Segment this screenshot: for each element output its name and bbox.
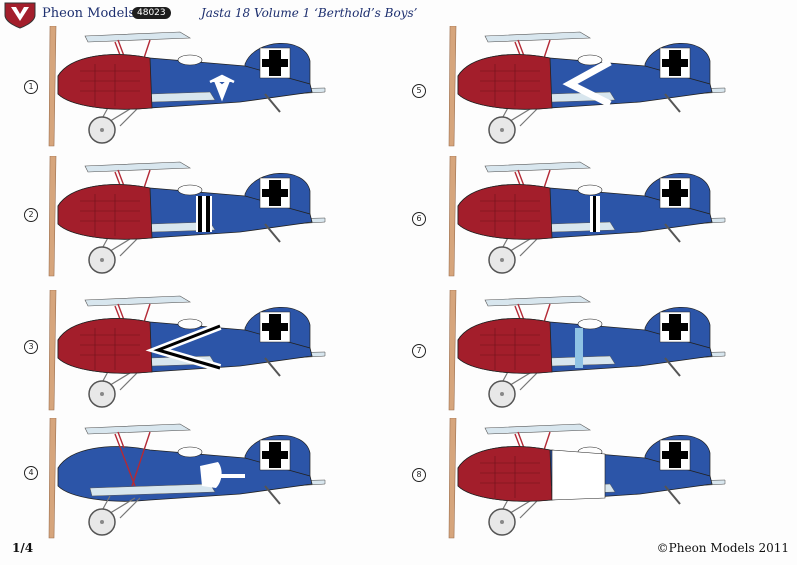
aircraft-profile-2: [48, 156, 326, 277]
profile-number: 7: [412, 344, 426, 358]
profile-number: 5: [412, 84, 426, 98]
profile-number: 3: [24, 340, 38, 354]
aircraft-profile-7: [448, 290, 726, 411]
profile-number: 6: [412, 212, 426, 226]
scale-label: 1/4: [12, 541, 34, 555]
product-code-badge: 48023: [132, 7, 171, 19]
profile-number: 1: [24, 80, 38, 94]
brand-name: Pheon Models: [42, 6, 136, 21]
aircraft-profile-4: [48, 418, 326, 539]
profile-number: 4: [24, 466, 38, 480]
profile-number: 8: [412, 468, 426, 482]
sheet-title: Jasta 18 Volume 1 ‘Berthold’s Boys’: [201, 6, 418, 20]
aircraft-profile-1: [48, 26, 326, 147]
aircraft-profile-3: [48, 290, 326, 411]
aircraft-profile-5: [448, 26, 726, 147]
pheon-logo-icon: [4, 2, 36, 29]
sheet-header: Pheon Models 48023 Jasta 18 Volume 1 ‘Be…: [0, 0, 797, 30]
copyright-text: ©Pheon Models 2011: [656, 541, 789, 555]
aircraft-profile-6: [448, 156, 726, 277]
aircraft-profile-8: [448, 418, 726, 539]
profile-number: 2: [24, 208, 38, 222]
